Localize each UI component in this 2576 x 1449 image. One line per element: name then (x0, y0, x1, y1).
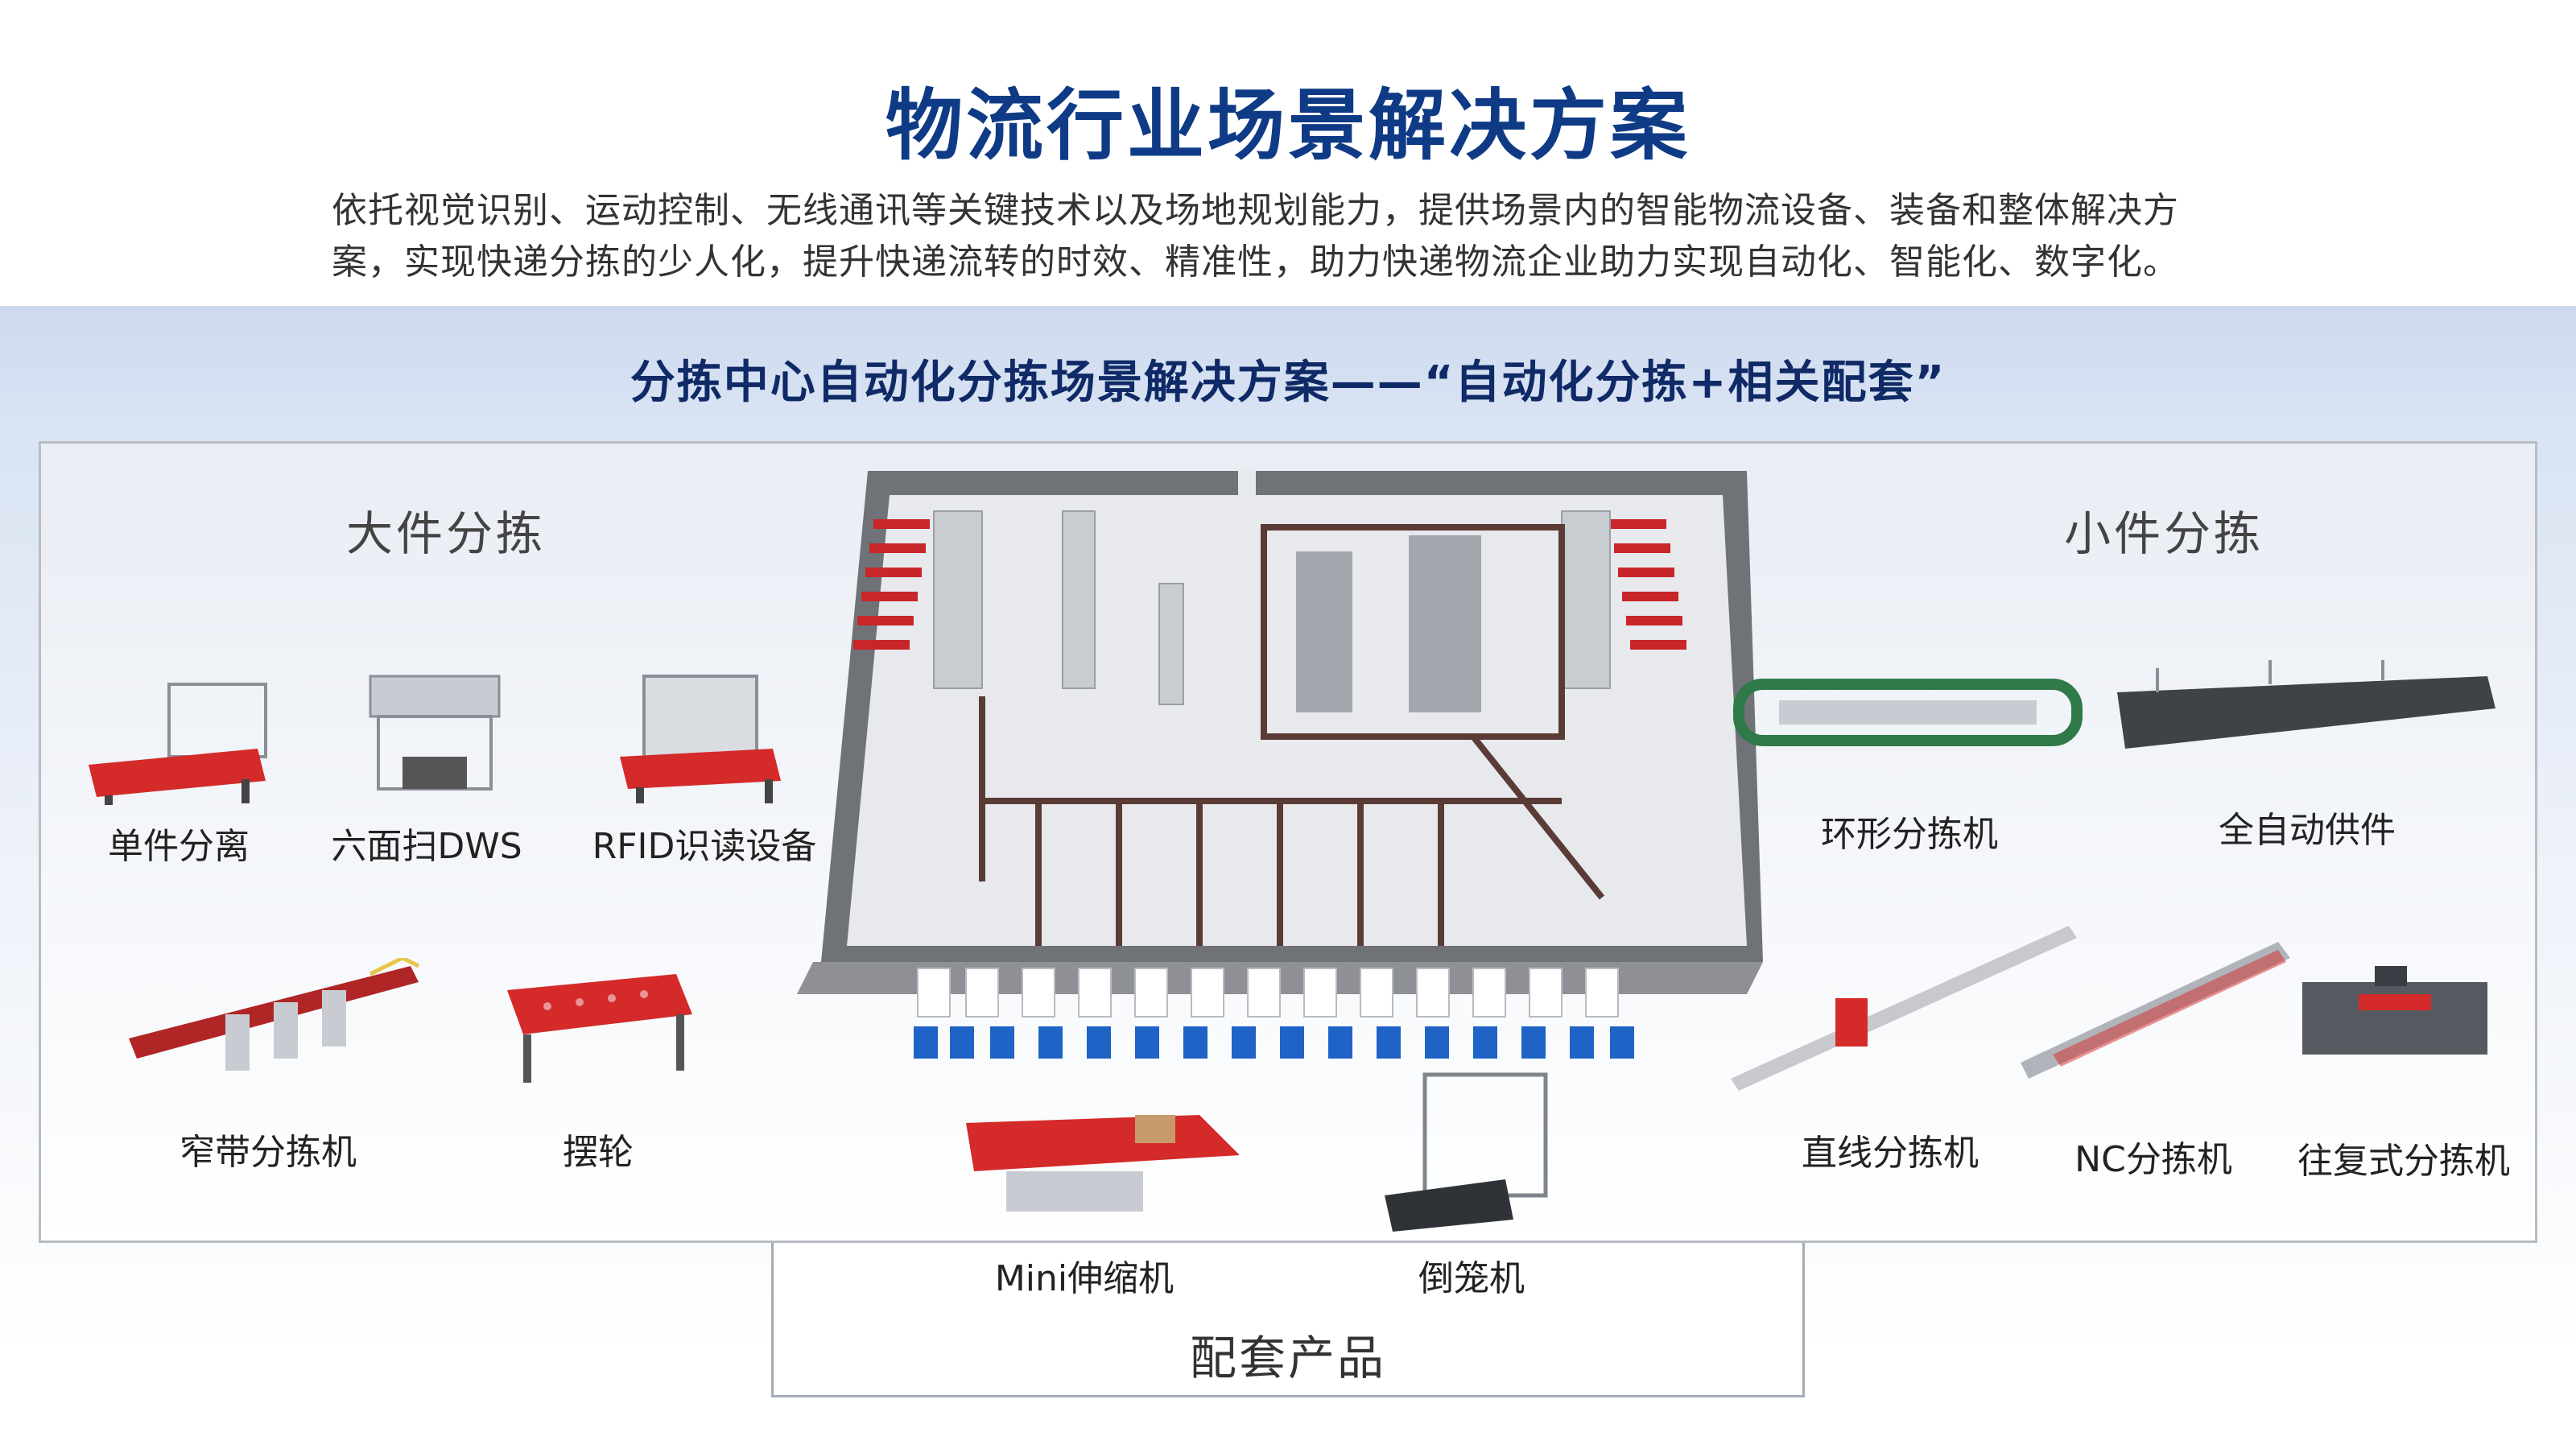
caption-rfid-reader: RFID识读设备 (592, 826, 817, 867)
large-parcel-label: 大件分拣 (346, 506, 547, 561)
reciprocating-sorter-illustration (2302, 966, 2487, 1055)
caption-loop-sorter: 环形分拣机 (1821, 814, 1998, 855)
linear-sorter-illustration (1731, 926, 2077, 1091)
caption-mini-telescopic-conveyor: Mini伸缩机 (994, 1258, 1174, 1299)
caption-reciprocating-sorter: 往复式分拣机 (2297, 1141, 2510, 1182)
single-piece-separator-illustration (89, 683, 267, 805)
small-parcel-label: 小件分拣 (2064, 506, 2264, 561)
intro-text: 依托视觉识别、运动控制、无线通讯等关键技术以及场地规划能力，提供场景内的智能物流… (332, 185, 2248, 288)
intro-line-2: 案，实现快递分拣的少人化，提升快递流转的时效、精准性，助力快递物流企业助力实现自… (332, 242, 2179, 283)
nc-sorter-illustration (2021, 942, 2290, 1079)
cage-tipper-illustration (1385, 1072, 1548, 1232)
accessories-box (771, 1240, 1805, 1397)
rfid-reader-illustration (620, 675, 781, 803)
sorting-center-layout-illustration (797, 469, 1763, 1059)
swivel-wheel-sorter-illustration (507, 974, 692, 1083)
caption-dws-scanner: 六面扫DWS (331, 826, 522, 867)
caption-linear-sorter: 直线分拣机 (1802, 1133, 1979, 1174)
caption-narrow-belt-sorter: 窄带分拣机 (180, 1132, 357, 1173)
loop-sorter-illustration (1733, 679, 2083, 746)
mini-telescopic-conveyor-illustration (966, 1115, 1240, 1212)
caption-swivel-wheel-sorter: 摆轮 (563, 1132, 634, 1173)
narrow-belt-sorter-illustration (129, 958, 420, 1071)
caption-nc-sorter: NC分拣机 (2074, 1139, 2232, 1180)
caption-cage-tipper: 倒笼机 (1418, 1258, 1525, 1299)
scenario-subtitle: 分拣中心自动化分拣场景解决方案——“自动化分拣+相关配套” (630, 357, 1946, 409)
page-title: 物流行业场景解决方案 (886, 80, 1690, 171)
dws-scanner-illustration (369, 675, 501, 791)
caption-single-piece-separator: 单件分离 (108, 826, 250, 867)
caption-auto-induction: 全自动供件 (2219, 810, 2396, 851)
accessories-label: 配套产品 (1189, 1331, 1386, 1385)
auto-induction-illustration (2117, 660, 2496, 749)
intro-line-1: 依托视觉识别、运动控制、无线通讯等关键技术以及场地规划能力，提供场景内的智能物流… (332, 190, 2179, 231)
